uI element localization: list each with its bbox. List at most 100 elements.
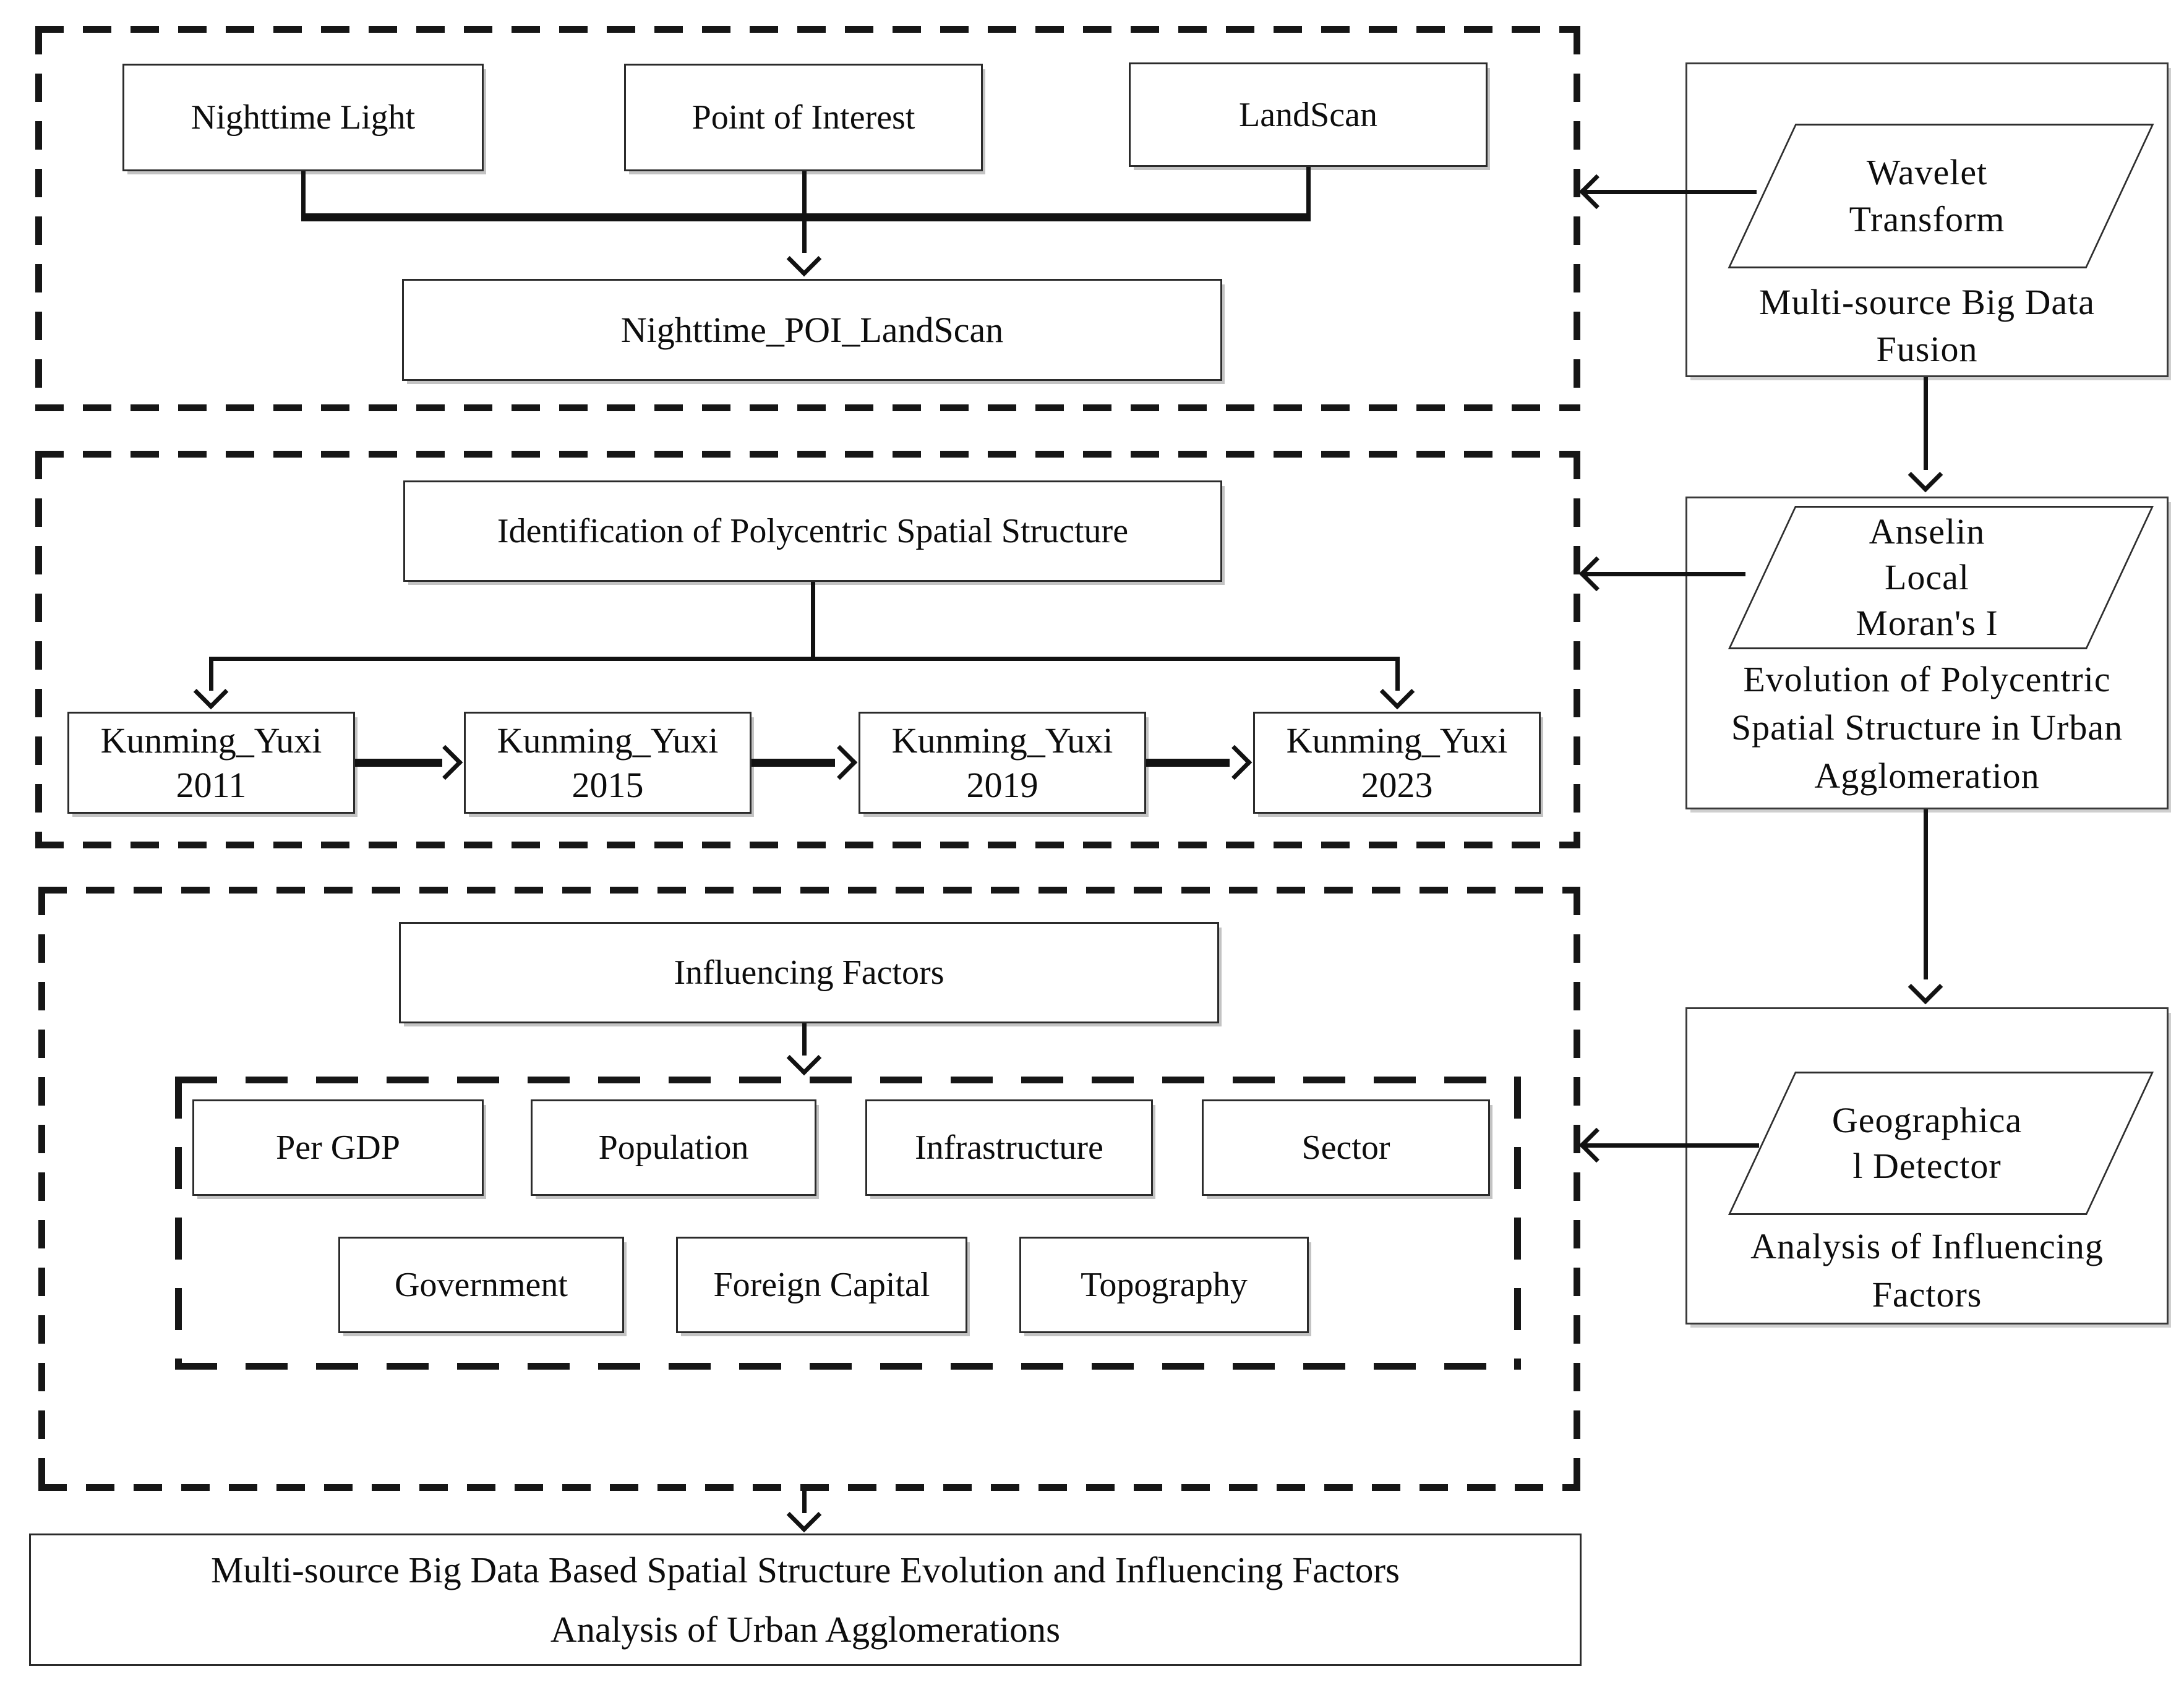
kunming-yuxi-year: 2019 [966, 764, 1038, 805]
analysis-caption-text: Analysis of Influencing Factors [1685, 1222, 2169, 1319]
conclusion-box: Multi-source Big Data Based Spatial Stru… [29, 1534, 1582, 1666]
data-fusion-section-frame [35, 26, 1580, 411]
nighttime-light-label: Nighttime Light [191, 98, 416, 137]
frame-edge [35, 842, 1580, 848]
merged-data-label: Nighttime_POI_LandScan [620, 309, 1004, 350]
arrowhead-left-icon [1578, 1127, 1614, 1163]
kunming-yuxi-2023-box: Kunming_Yuxi 2023 [1253, 712, 1541, 814]
topography-box: Topography [1019, 1237, 1309, 1333]
point-of-interest-box: Point of Interest [624, 64, 983, 171]
evolution-method-line: Anselin [1869, 511, 1985, 552]
frame-edge [1574, 451, 1580, 848]
frame-edge [1514, 1077, 1521, 1370]
evolution-method-text: Anselin Local Moran's I [1685, 506, 2169, 649]
identification-box: Identification of Polycentric Spatial St… [403, 480, 1222, 582]
arrowhead-down-icon [1908, 969, 1943, 1005]
infrastructure-label: Infrastructure [915, 1128, 1103, 1167]
fusion-caption-line: Multi-source Big Data [1759, 282, 2095, 322]
frame-edge [35, 404, 1580, 411]
landscan-label: LandScan [1239, 95, 1377, 134]
kunming-yuxi-name: Kunming_Yuxi [100, 720, 322, 761]
kunming-yuxi-year: 2011 [176, 764, 247, 805]
year-arrow-line [355, 759, 442, 767]
analysis-method-text: Geographica l Detector [1685, 1072, 2169, 1215]
per-gdp-label: Per GDP [276, 1128, 400, 1167]
identification-down-line [811, 582, 815, 661]
frame-edge [35, 451, 1580, 458]
foreign-capital-label: Foreign Capital [713, 1266, 930, 1304]
fusion-method-line: Wavelet [1866, 152, 1988, 192]
year-arrow-line [1146, 759, 1230, 767]
evolution-caption-line: Evolution of Polycentric [1743, 659, 2111, 699]
landscan-box: LandScan [1129, 62, 1488, 167]
influencing-factors-label: Influencing Factors [674, 953, 944, 992]
arrowhead-left-icon [1578, 174, 1614, 210]
evolution-to-section2-line [1583, 572, 1745, 576]
nighttime-light-box: Nighttime Light [122, 64, 484, 171]
influencing-factors-section-frame [38, 887, 1580, 1491]
frame-edge [175, 1077, 182, 1370]
frame-edge [175, 1363, 1521, 1370]
analysis-caption-line: Factors [1872, 1274, 1982, 1315]
kunming-yuxi-name: Kunming_Yuxi [497, 720, 719, 761]
merged-data-box: Nighttime_POI_LandScan [402, 279, 1222, 381]
per-gdp-box: Per GDP [192, 1099, 484, 1196]
kunming-yuxi-name: Kunming_Yuxi [1286, 720, 1508, 761]
split-horizontal-line [209, 657, 1400, 661]
kunming-yuxi-name: Kunming_Yuxi [891, 720, 1113, 761]
kunming-yuxi-year: 2015 [572, 764, 644, 805]
frame-edge [35, 26, 42, 411]
fusion-method-text: Wavelet Transform [1685, 124, 2169, 268]
analysis-to-section3-line [1583, 1143, 1759, 1148]
spatial-structure-section-frame [35, 451, 1580, 848]
frame-edge [38, 887, 1580, 894]
factors-down-line [802, 1023, 807, 1056]
frame-edge [35, 26, 1580, 33]
kunming-yuxi-2015-box: Kunming_Yuxi 2015 [464, 712, 752, 814]
nighttime-light-connector-line [301, 171, 306, 221]
evolution-caption-line: Agglomeration [1814, 756, 2040, 796]
evolution-caption-text: Evolution of Polycentric Spatial Structu… [1685, 655, 2169, 800]
fusion-caption-text: Multi-source Big Data Fusion [1685, 277, 2169, 375]
evolution-to-analysis-line [1924, 809, 1928, 979]
split-right-line [1395, 657, 1400, 691]
identification-label: Identification of Polycentric Spatial St… [497, 512, 1129, 550]
infrastructure-box: Infrastructure [865, 1099, 1153, 1196]
government-box: Government [338, 1237, 624, 1333]
population-box: Population [531, 1099, 816, 1196]
frame-edge [35, 451, 42, 848]
frame-edge [38, 887, 45, 1491]
frame-edge [1574, 26, 1580, 411]
sector-label: Sector [1301, 1128, 1390, 1167]
fusion-to-evolution-line [1924, 377, 1928, 470]
analysis-caption-line: Analysis of Influencing [1750, 1226, 2104, 1266]
frame-edge [175, 1077, 1521, 1083]
footer-down-line [802, 1491, 807, 1513]
frame-edge [1574, 887, 1580, 1491]
point-of-interest-label: Point of Interest [692, 98, 915, 137]
landscan-connector-line [1306, 167, 1311, 221]
factor-group-frame [175, 1077, 1521, 1370]
influencing-factors-box: Influencing Factors [399, 922, 1219, 1023]
evolution-method-line: Local [1884, 557, 1970, 597]
population-label: Population [598, 1128, 749, 1167]
conclusion-line: Multi-source Big Data Based Spatial Stru… [211, 1550, 1400, 1590]
arrowhead-down-icon [1908, 457, 1943, 493]
government-label: Government [395, 1266, 568, 1304]
split-left-line [209, 657, 213, 691]
fusion-method-line: Transform [1849, 199, 2005, 239]
analysis-method-line: l Detector [1852, 1146, 2002, 1186]
conclusion-line: Analysis of Urban Agglomerations [550, 1609, 1061, 1650]
arrowhead-left-icon [1578, 556, 1614, 592]
kunming-yuxi-2011-box: Kunming_Yuxi 2011 [67, 712, 355, 814]
kunming-yuxi-2019-box: Kunming_Yuxi 2019 [859, 712, 1146, 814]
arrowhead-down-icon [786, 1497, 822, 1533]
merge-down-line [802, 171, 807, 253]
analysis-method-line: Geographica [1831, 1100, 2023, 1140]
kunming-yuxi-year: 2023 [1361, 764, 1433, 805]
fusion-to-section1-line [1583, 190, 1757, 194]
fusion-caption-line: Fusion [1876, 329, 1978, 369]
topography-label: Topography [1081, 1266, 1248, 1304]
evolution-caption-line: Spatial Structure in Urban [1731, 707, 2123, 748]
